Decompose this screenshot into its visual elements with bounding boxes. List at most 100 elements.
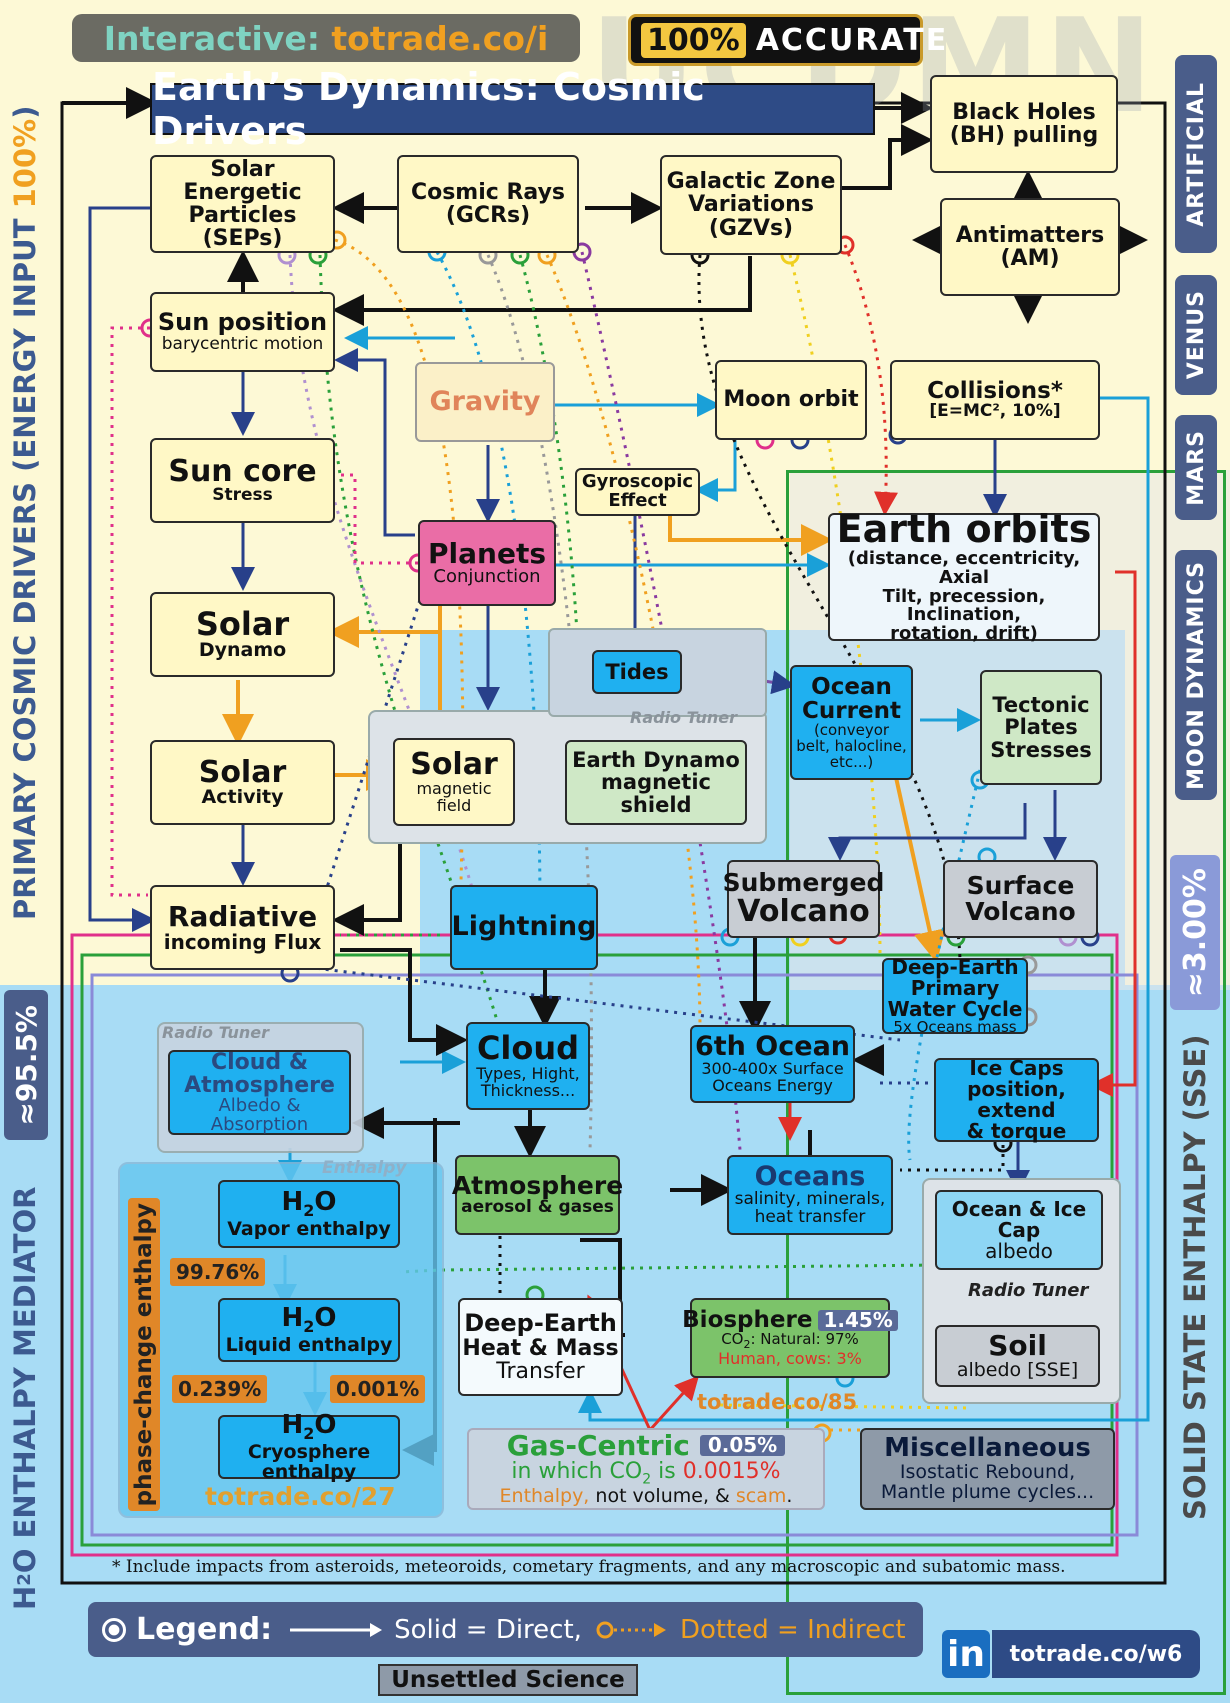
surfvol-line2: Volcano (965, 897, 1076, 926)
node-tides[interactable]: Tides (592, 650, 682, 694)
atmos-line2: aerosol & gases (461, 1197, 614, 1218)
liquid-line2: Liquid enthalpy (225, 1333, 393, 1356)
current-line5: etc...) (829, 752, 874, 771)
link-totrade-27[interactable]: totrade.co/27 (205, 1482, 396, 1511)
deepheat-line2: Heat & Mass (462, 1335, 619, 1361)
node-black-holes[interactable]: Black Holes(BH) pulling (930, 75, 1118, 173)
misc-line3: Mantle plume cycles... (880, 1480, 1095, 1503)
tab-venus: VENUS (1175, 275, 1217, 395)
activity-line1: Solar (198, 754, 287, 790)
biosphere-line3: Human, cows: 3% (718, 1348, 862, 1368)
biosphere-line1: Biosphere (682, 1307, 813, 1334)
tab-mars: MARS (1175, 415, 1217, 520)
radio-tuner-label-3: Radio Tuner (968, 1280, 1089, 1301)
primary-label-text: PRIMARY COSMIC DRIVERS (ENERGY INPUT (8, 208, 42, 920)
link-totrade-w6[interactable]: totrade.co/w6 (992, 1630, 1200, 1678)
interactive-prefix: Interactive: (103, 18, 332, 58)
dynamo-line2: Dynamo (198, 639, 287, 662)
seps-line1: Solar Energetic (183, 156, 302, 205)
page-title-text: Earth’s Dynamics: Cosmic Drivers (152, 65, 705, 153)
unsettled-text: Unsettled Science (391, 1667, 625, 1693)
tectonic-line2: Plates (1004, 715, 1078, 740)
gravity-line1: Gravity (429, 385, 541, 417)
legend-bar: Legend: Solid = Direct, Dotted = Indirec… (88, 1602, 923, 1657)
sunpos-line2: barycentric motion (161, 333, 324, 354)
deepwater-line1: Deep-Earth (891, 954, 1019, 979)
h2o-h: H (8, 1585, 42, 1610)
phase-change-tag: phase-change enthalpy (128, 1198, 160, 1511)
am-line1: Antimatters (955, 222, 1105, 248)
gas-line1: Gas-Centric (506, 1428, 690, 1462)
node-antimatters[interactable]: Antimatters(AM) (940, 198, 1120, 296)
node-earth-orbits[interactable]: Earth orbits(distance, eccentricity, Axi… (828, 509, 1100, 645)
linkedin-glyph: in (947, 1633, 985, 1675)
link-totrade-85[interactable]: totrade.co/85 (697, 1390, 858, 1414)
footnote: * Include impacts from asteroids, meteor… (112, 1557, 1066, 1577)
orbits-line4: rotation, drift) (890, 623, 1038, 645)
biosphere-badge: 1.45% (818, 1309, 898, 1331)
gzvs-line2: Variations (688, 192, 814, 218)
linkedin-icon[interactable]: in (942, 1630, 990, 1678)
tab-moon-dynamics: MOON DYNAMICS (1175, 550, 1217, 800)
node-gravity[interactable]: Gravity (415, 362, 555, 442)
radiative-line1: Radiative (167, 900, 318, 934)
h2o-sub: 2 (14, 1573, 35, 1586)
interactive-url[interactable]: totrade.co/i (331, 18, 549, 58)
interactive-banner[interactable]: Interactive: totrade.co/i (72, 14, 580, 62)
node-moon-orbit[interactable]: Moon orbit (715, 360, 867, 440)
gas-line2: in which CO2 is 0.0015% (511, 1460, 780, 1487)
current-line4: belt, halocline, (796, 736, 907, 755)
oceanice-line2: albedo (985, 1238, 1053, 1263)
bh-line1: Black Holes (952, 99, 1096, 125)
node-collisions[interactable]: Collisions*[E=MC², 10%] (890, 360, 1100, 440)
gas-is: is (651, 1459, 683, 1485)
biosphere-co2-row: CO2: Natural: 97% (721, 1332, 859, 1351)
tab-artificial: ARTIFICIAL (1175, 55, 1217, 253)
node-gcrs[interactable]: Cosmic Rays(GCRs) (397, 155, 579, 253)
pct-99: 99.76% (170, 1258, 266, 1286)
cloudatm-line1: Cloud & (210, 1049, 309, 1075)
legend-dotted-arrow-icon (596, 1621, 666, 1638)
icecaps-line3: & torque (966, 1119, 1067, 1143)
gas-co-sub: 2 (642, 1471, 652, 1488)
radiative-line2: incoming Flux (163, 929, 322, 954)
gcrs-line1: Cosmic Rays (410, 179, 566, 205)
orbits-line3: Tilt, precession, Inclination, (882, 585, 1046, 626)
oceans-line1: Oceans (754, 1160, 866, 1192)
node-lightning[interactable]: Lightning (450, 885, 598, 970)
planets-line2: Conjunction (433, 566, 541, 588)
